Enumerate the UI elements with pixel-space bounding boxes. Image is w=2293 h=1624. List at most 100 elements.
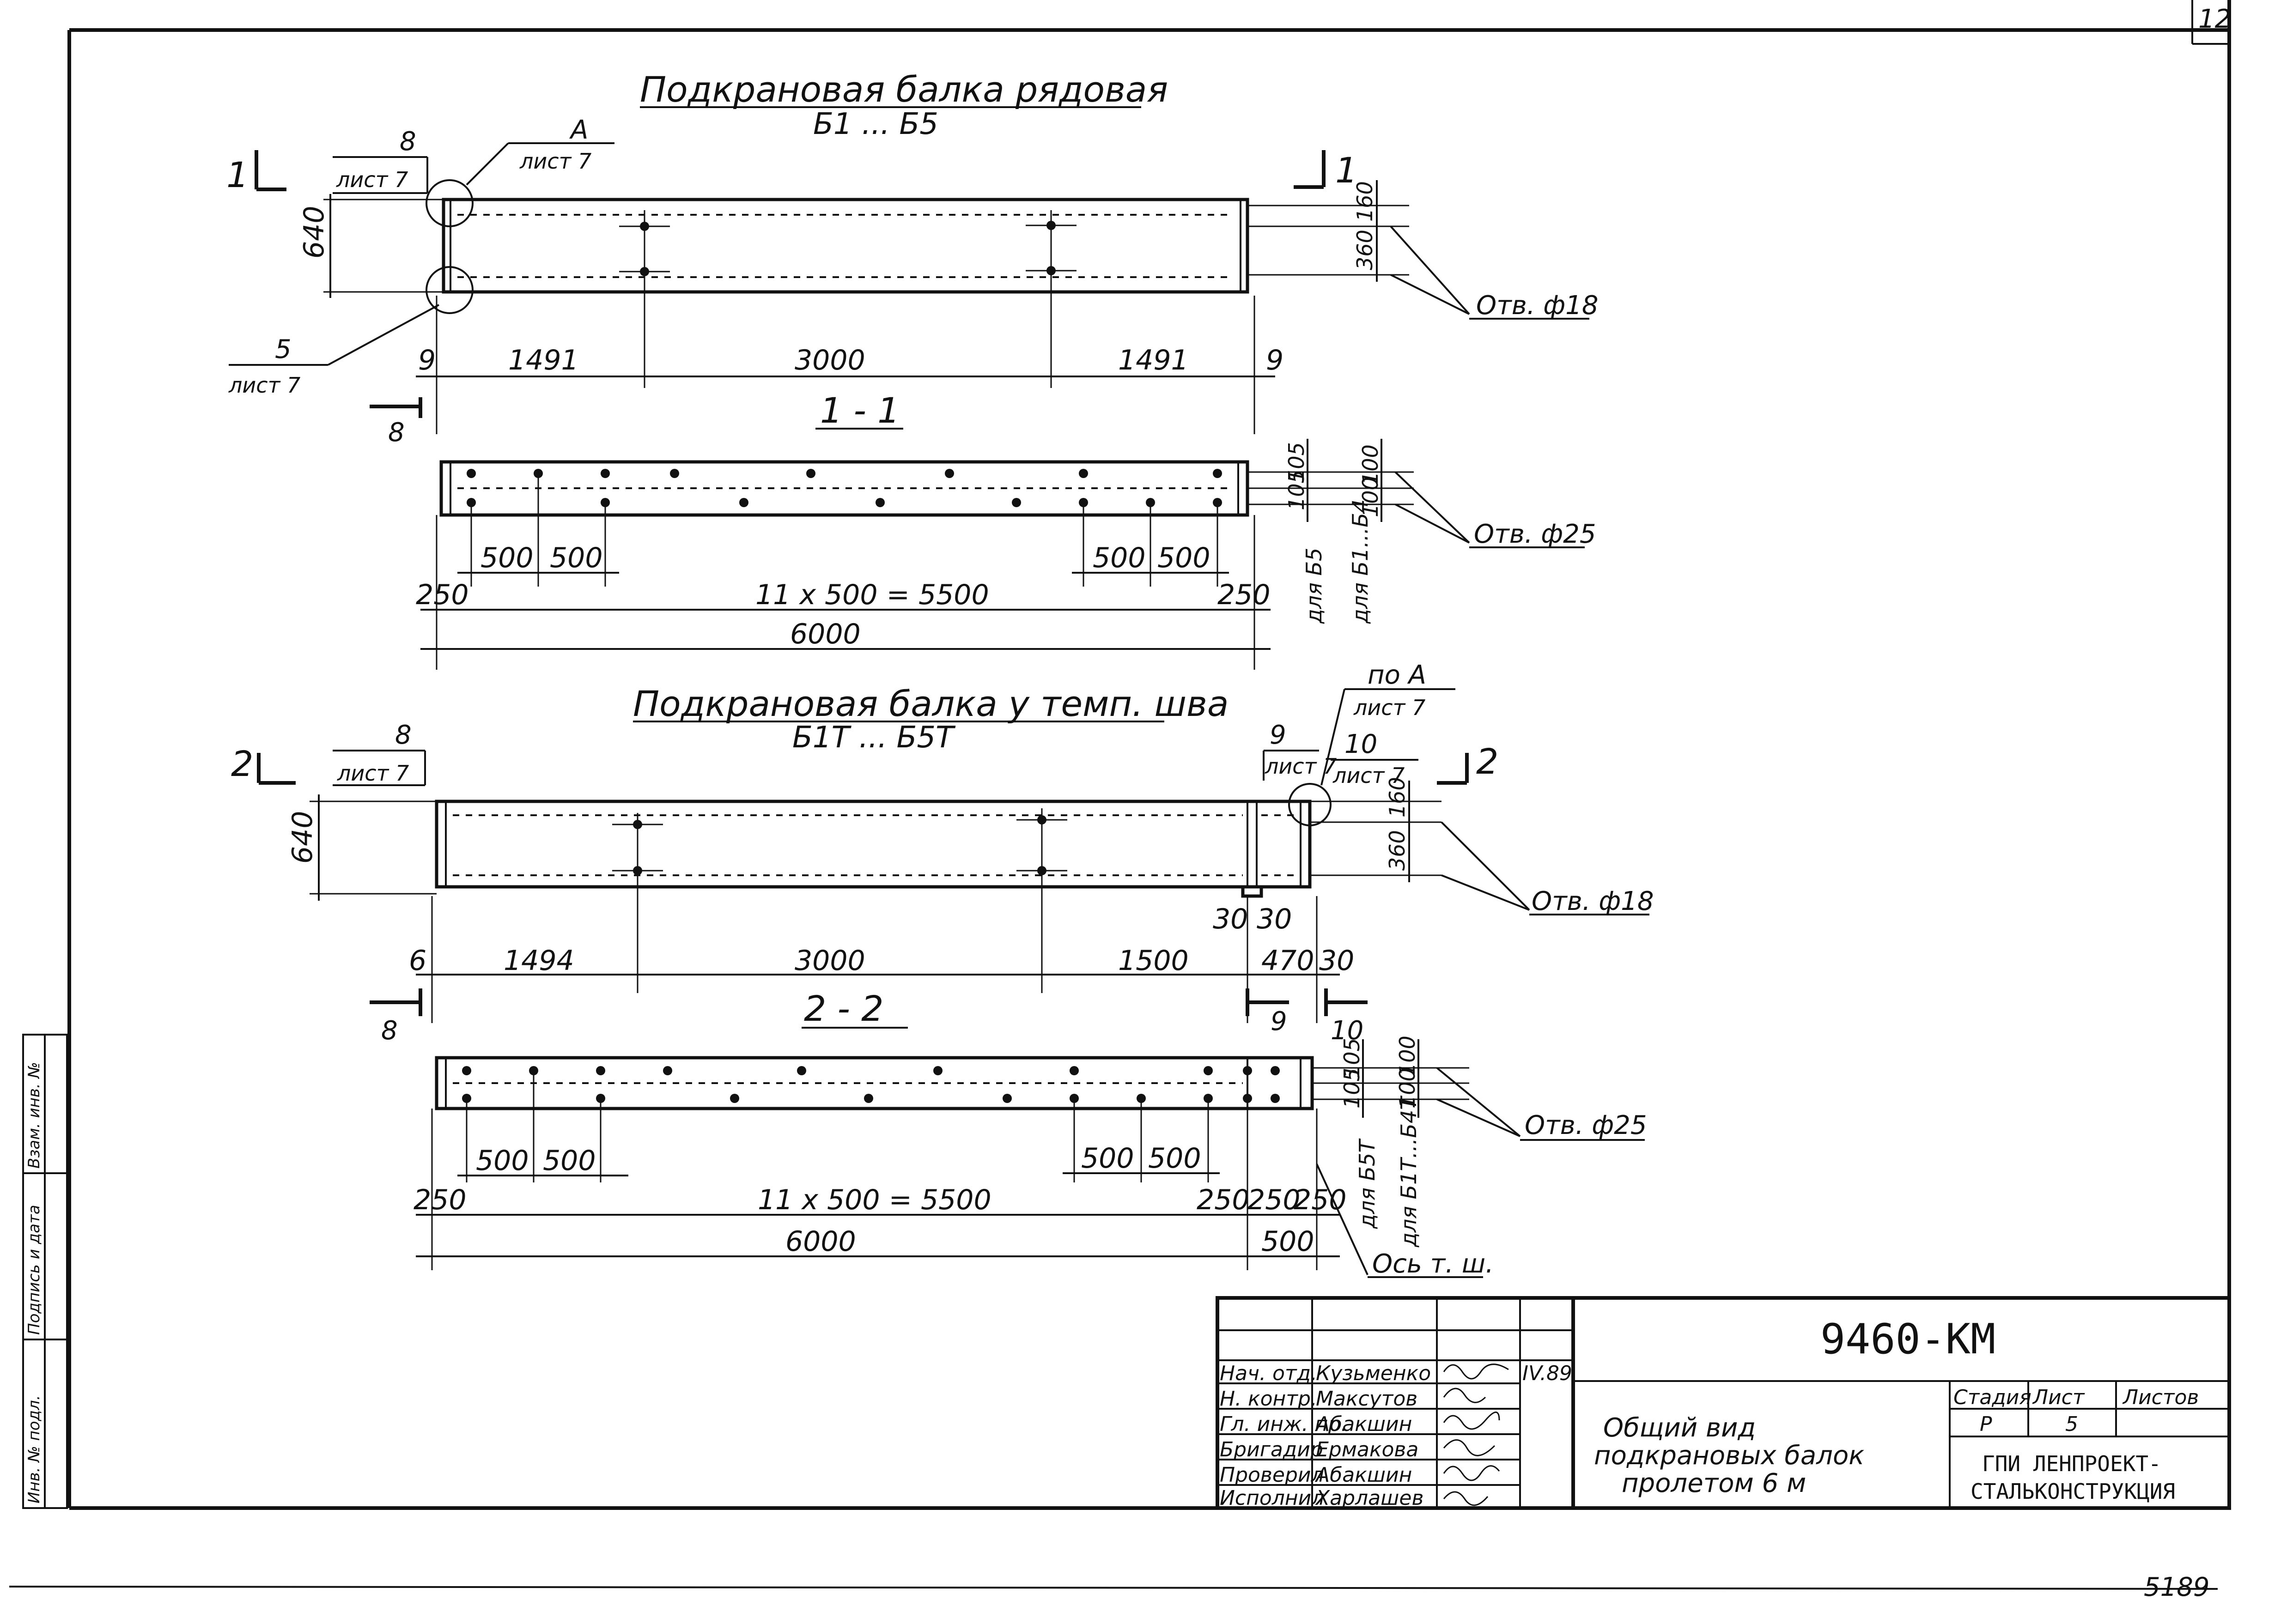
beam2-dim-3000: 3000 xyxy=(795,945,865,977)
title-block: Нач. отд. Кузьменко IV.89 Н. контр. Макс… xyxy=(1216,1296,2231,1510)
title-stage-header: Стадия xyxy=(1953,1386,2031,1409)
beam1-callout-8-num: 8 xyxy=(400,127,416,157)
beam1-view: Подкрановая балка рядовая Б1 ... Б5 1 1 … xyxy=(226,69,1598,670)
beam2-callout-10-sheet: лист 7 xyxy=(1332,763,1405,788)
title-row-5-name: Абакшин xyxy=(1314,1463,1412,1487)
beam1-dim-100b: 100 xyxy=(1358,477,1383,517)
beam2-section-label: 2 - 2 xyxy=(804,988,883,1029)
side-stamp-col1: Инв. № подл. xyxy=(25,1395,43,1503)
beam2-dim-500-4: 500 xyxy=(1148,1142,1201,1175)
title-drawing-line-2: подкрановых балок xyxy=(1594,1441,1864,1471)
beam2-hole-note-18: Отв. ф18 xyxy=(1532,886,1654,916)
beam1-callout-5-num: 5 xyxy=(275,334,292,364)
beam2-mark-8: 8 xyxy=(381,1016,398,1046)
beam1-section-mark-right: 1 xyxy=(1335,150,1357,191)
beam2-marks: Б1Т ... Б5Т xyxy=(792,721,956,755)
beam1-height-dim: 640 xyxy=(298,206,330,259)
beam2-dim-30a: 30 xyxy=(1213,903,1248,935)
beam2-section-mark-right: 2 xyxy=(1476,741,1498,782)
beam2-axis-note: Ось т. ш. xyxy=(1372,1249,1494,1279)
beam1-marks: Б1 ... Б5 xyxy=(813,107,938,141)
beam1-dim-250-left: 250 xyxy=(416,579,469,611)
beam1-hole-note-18: Отв. ф18 xyxy=(1476,291,1598,321)
beam2-title: Подкрановая балка у темп. шва xyxy=(633,683,1229,724)
beam2-dim-500-1: 500 xyxy=(476,1145,529,1177)
side-stamp-col2: Подпись и дата xyxy=(25,1205,43,1335)
beam2-mark-10: 10 xyxy=(1331,1016,1363,1046)
title-row-4-role: Бригадир xyxy=(1220,1438,1323,1461)
beam1-hole-note-25: Отв. ф25 xyxy=(1474,519,1596,549)
beam2-dim-250-left: 250 xyxy=(414,1184,467,1216)
beam1-callout-5-sheet: лист 7 xyxy=(228,373,300,398)
title-drawing-line-3: пролетом 6 м xyxy=(1622,1468,1806,1498)
beam2-dim-470: 470 xyxy=(1261,945,1314,977)
beam2-dim-105a: 105 xyxy=(1339,1038,1364,1079)
beam2-dim-total: 6000 xyxy=(785,1225,856,1258)
beam1-section-mark-left: 1 xyxy=(226,154,249,195)
title-row-5-role: Проверил xyxy=(1220,1463,1324,1487)
beam2-dim-500-2: 500 xyxy=(543,1145,596,1177)
beam2-hole-note-25: Отв. ф25 xyxy=(1525,1110,1647,1140)
beam2-callout-8-sheet: лист 7 xyxy=(337,761,409,786)
title-sheets-header: Листов xyxy=(2122,1386,2199,1409)
title-row-4-name: Ермакова xyxy=(1316,1438,1418,1461)
beam1-flange-mark: 8 xyxy=(388,418,405,448)
beam2-elevation xyxy=(435,800,1312,889)
beam2-bolt-holes xyxy=(462,1066,1280,1103)
beam2-callout-a-text: по А xyxy=(1368,660,1426,690)
beam1-dim-100a: 100 xyxy=(1358,444,1383,485)
beam1-dim-500-3: 500 xyxy=(1093,542,1146,574)
beam1-title: Подкрановая балка рядовая xyxy=(640,69,1168,110)
beam1-dim-total: 6000 xyxy=(790,618,861,650)
beam2-dim-160: 160 xyxy=(1385,777,1410,818)
title-code: 9460-КМ xyxy=(1820,1315,1995,1363)
title-stage: Р xyxy=(1980,1412,1992,1436)
beam1-dim-3000: 3000 xyxy=(795,344,865,376)
beam1-callout-a-letter: А xyxy=(569,115,588,145)
beam2-dim-105b: 105 xyxy=(1339,1068,1364,1109)
title-row-6-name: Харлашев xyxy=(1315,1486,1423,1510)
beam1-callout-a-sheet: лист 7 xyxy=(519,149,591,174)
title-row-2-name: Максутов xyxy=(1316,1387,1417,1411)
beam2-height-dim: 640 xyxy=(286,811,319,864)
beam1-dim-500-2: 500 xyxy=(550,542,603,574)
beam2-callout-9-num: 9 xyxy=(1270,720,1286,750)
beam2-callout-10-num: 10 xyxy=(1344,729,1377,759)
beam1-note-b1b4: для Б1...Б4 xyxy=(1348,499,1373,624)
beam1-dim-250-right: 250 xyxy=(1217,579,1271,611)
beam2-dim-1494: 1494 xyxy=(504,945,574,977)
beam2-dim-500-3: 500 xyxy=(1081,1142,1134,1175)
title-row-3-name: Абакшин xyxy=(1314,1412,1412,1436)
title-org-line-1: ГПИ ЛЕНПРОЕКТ- xyxy=(1982,1451,2161,1476)
title-sheet-header: Лист xyxy=(2032,1386,2085,1409)
beam2-dim-1500: 1500 xyxy=(1118,945,1189,977)
beam2-dim-250-r2: 250 xyxy=(1247,1184,1301,1216)
beam2-dim-pitch: 11 x 500 = 5500 xyxy=(758,1184,991,1216)
beam2-section-mark-left: 2 xyxy=(231,743,253,784)
beam1-dim-500-4: 500 xyxy=(1157,542,1210,574)
title-row-3-role: Гл. инж. пр. xyxy=(1220,1412,1347,1436)
title-row-1-role: Нач. отд. xyxy=(1220,1362,1317,1385)
beam2-dim-100a: 100 xyxy=(1395,1036,1420,1076)
beam2-mark-9: 9 xyxy=(1271,1006,1287,1036)
beam1-callout-8-sheet: лист 7 xyxy=(336,167,408,192)
title-row-2-role: Н. контр. xyxy=(1220,1387,1317,1411)
beam2-note-b1tb4t: для Б1Т...Б4Т xyxy=(1396,1095,1421,1248)
beam1-dim-pitch: 11 x 500 = 5500 xyxy=(755,579,989,611)
title-sheet: 5 xyxy=(2065,1412,2078,1436)
title-row-6-role: Исполнил xyxy=(1220,1486,1324,1510)
beam2-dim-250-r1: 250 xyxy=(1197,1184,1250,1216)
title-drawing-line-1: Общий вид xyxy=(1603,1413,1756,1443)
side-stamp: Взам. инв. № Подпись и дата Инв. № подл. xyxy=(22,1034,68,1509)
beam2-dim-30b: 30 xyxy=(1257,903,1292,935)
beam1-dim-500-1: 500 xyxy=(480,542,534,574)
beam2-dim-30c: 30 xyxy=(1319,945,1354,977)
beam1-section-label: 1 - 1 xyxy=(820,390,900,431)
beam1-dim-160: 160 xyxy=(1352,181,1377,222)
beam2-note-b5t: для Б5Т xyxy=(1355,1138,1380,1229)
beam2-dim-500-end: 500 xyxy=(1261,1225,1314,1258)
beam1-dim-360: 360 xyxy=(1352,230,1377,270)
beam1-dim-1491-right: 1491 xyxy=(1118,344,1189,376)
beam2-dim-360: 360 xyxy=(1385,830,1410,871)
